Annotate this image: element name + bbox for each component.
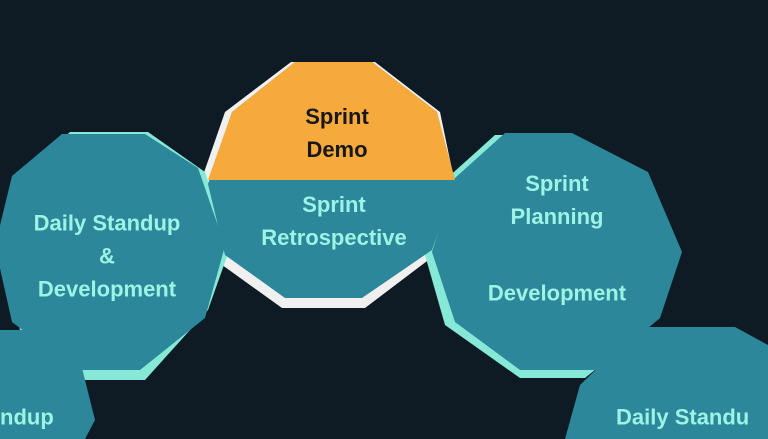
sprint-planning-development-node	[432, 133, 682, 370]
sprint-demo-node	[208, 62, 455, 180]
sprint-retrospective-label: Sprint Retrospective	[261, 192, 407, 250]
daily-standup-bottom-right-node	[565, 327, 768, 439]
sprint-demo-label: Sprint Demo	[305, 104, 369, 162]
daily-standup-bottom-left-label: ndup	[0, 404, 54, 430]
daily-standup-bottom-left-node	[0, 330, 95, 439]
daily-standup-bottom-right-label: Daily Standu	[616, 404, 750, 430]
daily-standup-development-node	[0, 134, 225, 370]
sprint-planning-label: Sprint Planning	[510, 171, 604, 229]
development-label: Development	[487, 280, 627, 306]
daily-standup-development-label: Daily Standup & Development	[33, 210, 181, 302]
